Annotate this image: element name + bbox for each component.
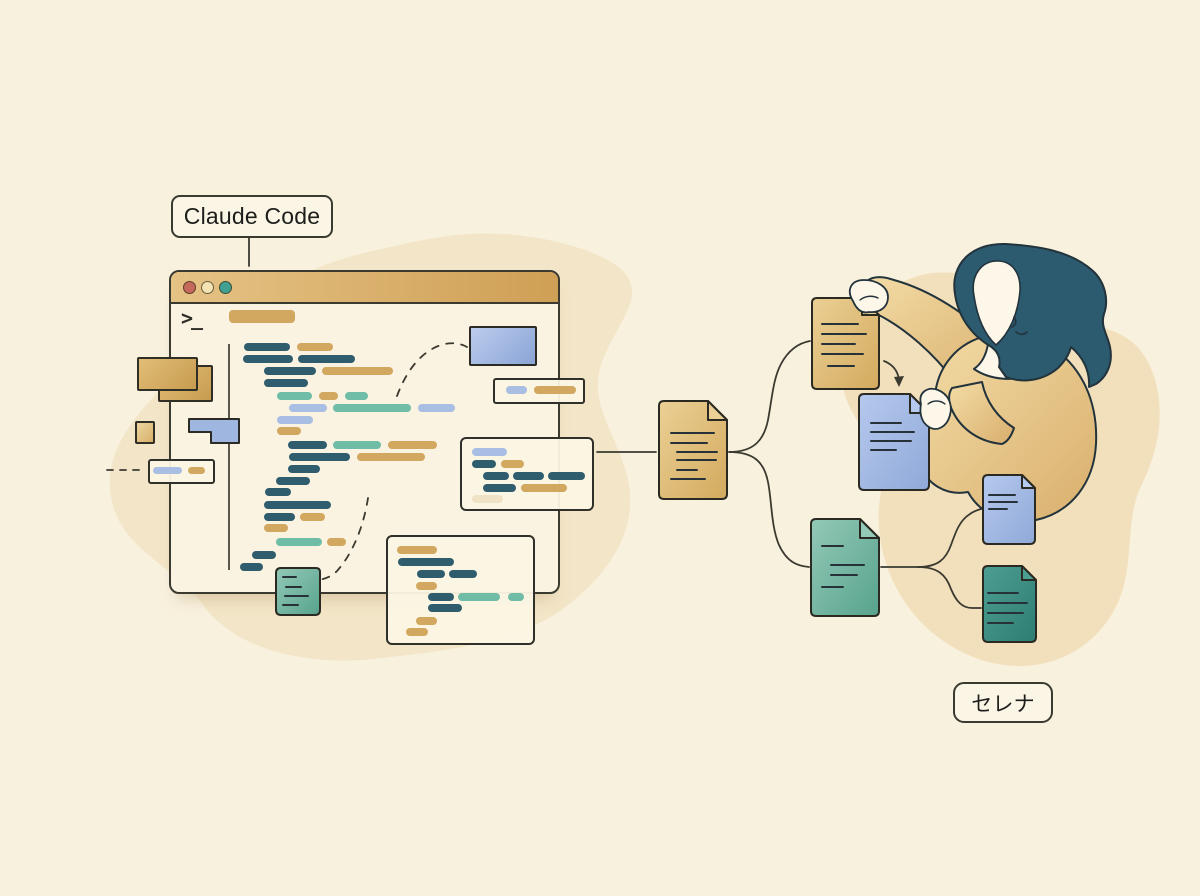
mid-box-code-line-segment — [483, 472, 509, 480]
window-code-line-segment — [327, 538, 346, 546]
window-code-line-segment — [240, 563, 263, 571]
bottom-box-code-line-segment — [417, 570, 445, 578]
window-code-line-segment — [252, 551, 276, 559]
bottom-box-code-line-segment — [449, 570, 477, 578]
window-code-line-segment — [277, 427, 301, 435]
mid-box-code-line-segment — [483, 484, 516, 492]
code-indent-guide — [228, 344, 230, 570]
bottom-box-code-line-segment — [428, 604, 462, 612]
window-teal-doc — [275, 567, 321, 616]
branch-down-to-dteal-doc — [917, 566, 982, 609]
window-code-line-segment — [265, 488, 291, 496]
woman-smile-line — [1015, 331, 1028, 336]
window-code-line-segment — [418, 404, 455, 412]
window-code-line-segment — [264, 513, 295, 521]
window-code-line-segment — [264, 524, 288, 532]
held-blue-doc — [858, 393, 930, 491]
bottom-box-code-line-segment — [406, 628, 428, 636]
window-code-line-segment — [345, 392, 368, 400]
window-code-line-segment — [244, 343, 290, 351]
terminal-command-line-segment — [229, 310, 295, 323]
window-code-line-segment — [277, 416, 313, 424]
window-code-line-segment — [264, 367, 316, 375]
mini-box-code-line-segment — [153, 467, 182, 474]
bottom-box-code-line-segment — [398, 558, 454, 566]
window-code-line-segment — [288, 465, 320, 473]
mid-box-code-line-segment — [472, 448, 507, 456]
mid-box-code-line-segment — [513, 472, 544, 480]
woman-face — [972, 260, 1021, 346]
window-code-line-segment — [289, 404, 327, 412]
bottom-box-code-line-segment — [397, 546, 437, 554]
file-chip-icon — [135, 421, 155, 444]
window-code-line-segment — [276, 538, 322, 546]
serena-label-text: セレナ — [971, 692, 1035, 716]
window-code-line-segment — [297, 343, 333, 351]
window-code-line-segment — [298, 355, 355, 363]
flow-teal-doc — [810, 518, 880, 617]
mid-box-code-line-segment — [472, 495, 503, 503]
window-code-line-segment — [388, 441, 437, 449]
woman-forearm — [948, 381, 1015, 445]
bottom-box-code-line-segment — [416, 617, 437, 625]
window-code-line-segment — [264, 501, 331, 509]
window-code-line-segment — [276, 477, 310, 485]
bottom-box-code-line-segment — [508, 593, 524, 601]
terminal-prompt-icon: >_ — [181, 306, 203, 330]
red-dot-icon — [183, 280, 196, 294]
window-code-line-segment — [264, 379, 308, 387]
mid-box-code-line-segment — [501, 460, 524, 468]
right-blue-doc — [982, 474, 1036, 545]
block-shape-icon — [188, 418, 240, 444]
snippet-box-code-line-segment — [534, 386, 576, 394]
branch-down-to-teal-doc — [728, 451, 810, 568]
image-placeholder-rect — [469, 326, 537, 366]
window-code-line-segment — [277, 392, 312, 400]
center-gold-doc — [658, 400, 728, 500]
window-code-line-segment — [319, 392, 338, 400]
folder-icon-front — [137, 357, 198, 391]
window-code-line-segment — [288, 441, 327, 449]
window-code-line-segment — [357, 453, 425, 461]
held-gold-doc — [811, 297, 880, 390]
mid-box-code-line-segment — [548, 472, 585, 480]
woman-nose-line — [1011, 316, 1017, 328]
branch-up-to-blue-doc — [917, 508, 982, 568]
bottom-box-code-line-segment — [428, 593, 454, 601]
window-code-line-segment — [300, 513, 325, 521]
claude-code-label: Claude Code — [171, 195, 333, 238]
mid-box-code-line-segment — [521, 484, 567, 492]
green-dot-icon — [219, 280, 232, 294]
branch-up-to-gold-doc — [728, 340, 811, 453]
snippet-box-code-line-segment — [506, 386, 527, 394]
right-dteal-doc — [982, 565, 1037, 643]
serena-label: セレナ — [953, 682, 1053, 723]
window-code-line-segment — [322, 367, 393, 375]
bottom-box-code-line-segment — [458, 593, 500, 601]
window-code-line-segment — [289, 453, 350, 461]
window-titlebar — [171, 272, 558, 304]
bottom-box-code-line-segment — [416, 582, 437, 590]
mid-box-code-line-segment — [472, 460, 496, 468]
claude-code-label-text: Claude Code — [183, 203, 321, 229]
window-code-line-segment — [333, 441, 381, 449]
yellow-dot-icon — [201, 280, 214, 294]
window-code-line-segment — [243, 355, 293, 363]
window-code-line-segment — [333, 404, 411, 412]
mini-box-code-line-segment — [188, 467, 205, 474]
